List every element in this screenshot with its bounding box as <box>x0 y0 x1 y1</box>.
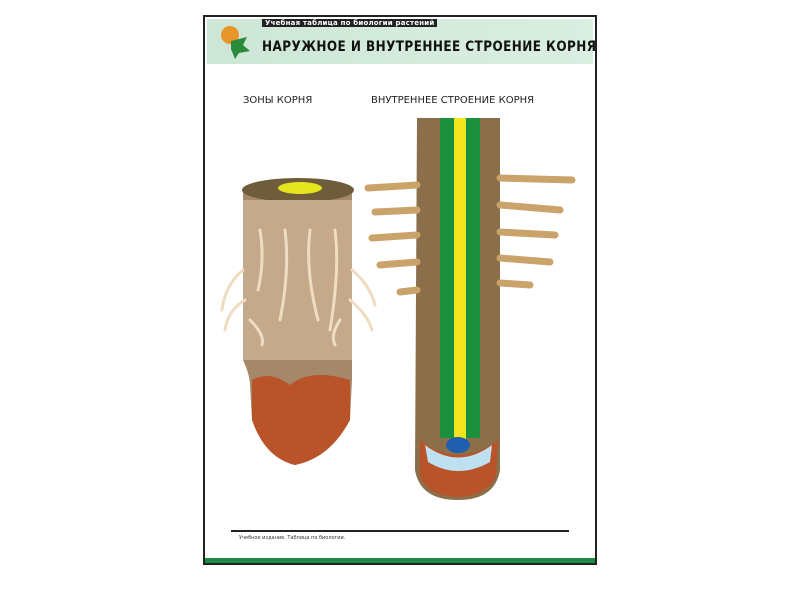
leaf-logo-icon <box>221 26 250 59</box>
footer-divider <box>231 530 569 532</box>
poster-subtitle: Учебная таблица по биологии растений <box>262 19 438 27</box>
poster-header: Учебная таблица по биологии растений Нар… <box>207 19 597 64</box>
footer-text: Учебное издание. Таблица по биологии. <box>239 535 346 541</box>
poster-title: Наружное и внутреннее строение корня <box>262 39 597 55</box>
internal-structure-illustration <box>364 118 576 500</box>
root-zones-illustration <box>220 178 377 465</box>
bottom-green-bar <box>205 558 595 563</box>
root-zones-label: Зоны корня <box>243 95 313 106</box>
poster: Учебная таблица по биологии растений Нар… <box>203 15 597 565</box>
internal-structure-label: Внутреннее строение корня <box>371 95 535 106</box>
